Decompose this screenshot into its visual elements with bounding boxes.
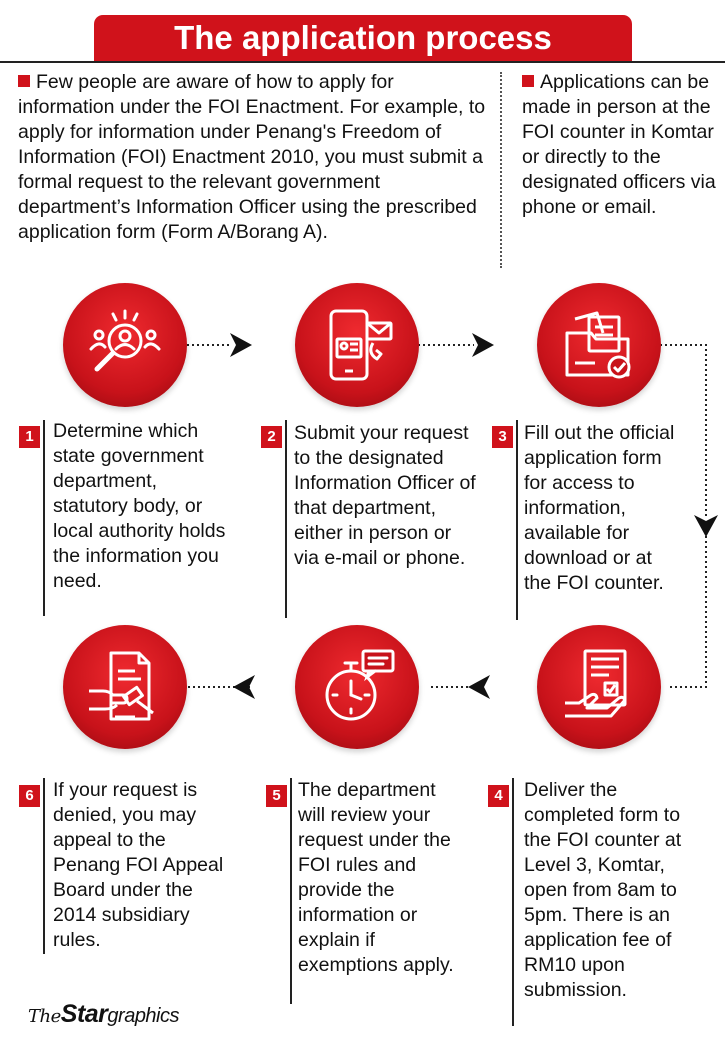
gavel-document-icon: [89, 651, 154, 721]
step-5-circle: [295, 625, 419, 749]
intro-right: Applications can be made in person at th…: [522, 70, 717, 220]
step-3-number: 3: [492, 426, 513, 448]
star-graphics-logo: TheStargraphics: [28, 1000, 180, 1028]
step-6-circle: [63, 625, 187, 749]
step-1-bar: [43, 420, 45, 616]
step-2-text: Submit your request to the designated In…: [294, 422, 476, 569]
page-title: The application process: [174, 19, 552, 56]
step-2-number: 2: [261, 426, 282, 448]
arrow-right-icon: [230, 333, 252, 357]
title-banner: [94, 15, 632, 61]
bullet-square: [18, 75, 30, 87]
arrow-left-icon: [468, 675, 490, 699]
step-2-bar: [285, 420, 287, 618]
step-1-number: 1: [19, 426, 40, 448]
phone-mail-icon: [329, 309, 393, 381]
arrow-down-icon: [694, 515, 718, 537]
step-6-number: 6: [19, 785, 40, 807]
step-3-circle: [537, 283, 661, 407]
intro-divider: [500, 72, 502, 268]
step-5-text: The department will review your request …: [298, 779, 454, 976]
search-people-icon: [89, 309, 161, 372]
step-3-text: Fill out the official application form f…: [524, 422, 675, 594]
step-5-number: 5: [266, 785, 287, 807]
step-2-circle: [295, 283, 419, 407]
hand-form-icon: [565, 649, 627, 718]
step-3-bar: [516, 420, 518, 620]
step-4-circle: [537, 625, 661, 749]
step-5-bar: [290, 778, 292, 1004]
intro-right-text: Applications can be made in person at th…: [522, 71, 716, 218]
step-4-text: Deliver the completed form to the FOI co…: [524, 779, 682, 1001]
arrow-right-icon: [472, 333, 494, 357]
arrow-left-icon: [233, 675, 255, 699]
step-6-text: If your request is denied, you may appea…: [53, 779, 224, 951]
step-6-bar: [43, 778, 45, 954]
step-1-text: Determine which state government departm…: [53, 420, 226, 592]
step-4-number: 4: [488, 785, 509, 807]
intro-left: Few people are aware of how to apply for…: [18, 70, 490, 245]
intro-left-text: Few people are aware of how to apply for…: [18, 71, 486, 243]
step-4-bar: [512, 778, 514, 1026]
title-underline: [0, 61, 725, 63]
bullet-square: [522, 75, 534, 87]
step-1-circle: [63, 283, 187, 407]
stopwatch-chat-icon: [325, 649, 395, 721]
folder-check-icon: [565, 311, 631, 379]
